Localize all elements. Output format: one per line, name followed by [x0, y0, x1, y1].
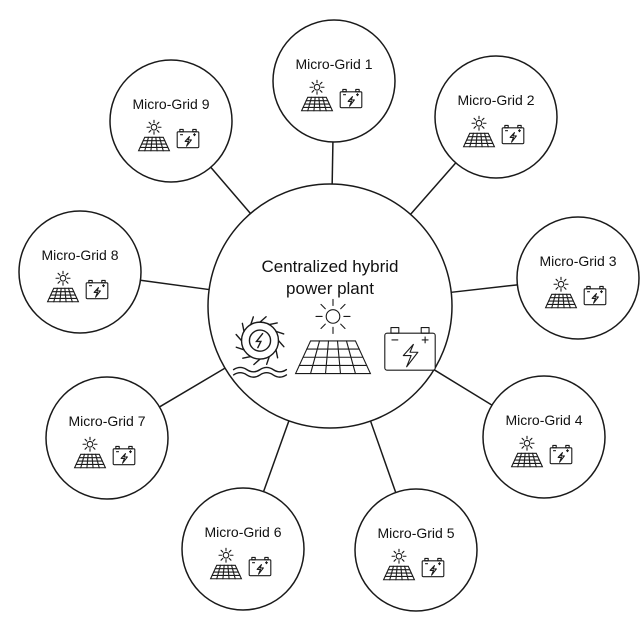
connection-line-3: [451, 284, 518, 294]
connection-line-7: [159, 367, 226, 408]
central-hub-circle: [207, 183, 453, 429]
microgrid-label: Micro-Grid 1: [295, 56, 372, 72]
battery-icon: [248, 556, 272, 577]
connection-lines: [140, 141, 518, 493]
microgrid-label: Micro-Grid 8: [41, 247, 118, 263]
microgrid-node-6: Micro-Grid 6: [181, 487, 305, 611]
microgrid-label: Micro-Grid 6: [204, 524, 281, 540]
battery-icon: [501, 124, 525, 145]
solar-panel-icon: [510, 435, 544, 468]
solar-panel-icon: [209, 547, 243, 580]
microgrid-label: Micro-Grid 2: [457, 92, 534, 108]
microgrid-node-4: Micro-Grid 4: [482, 375, 606, 499]
microgrid-label: Micro-Grid 3: [539, 253, 616, 269]
connection-line-6: [262, 420, 290, 492]
battery-icon: [339, 88, 363, 109]
microgrid-node-5: Micro-Grid 5: [354, 488, 478, 612]
connection-line-2: [409, 162, 457, 215]
microgrid-nodes: Micro-Grid 1 Micro-Grid 2 Micro-Grid 3 Micr…: [18, 19, 640, 612]
solar-panel-icon: [137, 119, 171, 152]
microgrid-node-1: Micro-Grid 1: [272, 19, 396, 143]
solar-panel-icon: [300, 79, 334, 112]
solar-panel-icon: [462, 115, 496, 148]
microgrid-node-3: Micro-Grid 3: [516, 216, 640, 340]
microgrid-circle: [516, 216, 640, 340]
microgrid-node-7: Micro-Grid 7: [45, 376, 169, 500]
solar-panel-icon: [294, 298, 372, 375]
solar-panel-icon: [73, 436, 107, 469]
solar-panel-icon: [544, 276, 578, 309]
microgrid-circle: [109, 59, 233, 183]
solar-panel-icon: [382, 548, 416, 581]
microgrid-node-8: Micro-Grid 8: [18, 210, 142, 334]
battery-icon: [112, 445, 136, 466]
hydro-turbine-icon: [232, 316, 288, 378]
central-hub-title-line1: Centralized hybrid: [261, 257, 398, 276]
battery-icon: [549, 444, 573, 465]
central-hub: Centralized hybrid power plant: [207, 183, 453, 429]
battery-icon: [85, 279, 109, 300]
microgrid-circle: [45, 376, 169, 500]
solar-panel-icon: [46, 270, 80, 303]
microgrid-label: Micro-Grid 5: [377, 525, 454, 541]
microgrid-circle: [181, 487, 305, 611]
connection-line-1: [331, 141, 334, 185]
microgrid-label: Micro-Grid 4: [505, 412, 582, 428]
battery-icon: [421, 557, 445, 578]
microgrid-circle: [434, 55, 558, 179]
microgrid-circle: [272, 19, 396, 143]
microgrid-label: Micro-Grid 7: [68, 413, 145, 429]
connection-line-5: [369, 420, 397, 493]
battery-icon: [583, 285, 607, 306]
microgrid-circle: [354, 488, 478, 612]
connection-line-4: [433, 369, 493, 406]
microgrid-node-2: Micro-Grid 2: [434, 55, 558, 179]
connection-line-9: [210, 166, 252, 214]
battery-icon: [176, 128, 200, 149]
microgrid-circle: [482, 375, 606, 499]
central-hub-icons: [232, 298, 436, 378]
central-hub-title-line2: power plant: [286, 279, 374, 298]
microgrid-circle: [18, 210, 142, 334]
microgrid-label: Micro-Grid 9: [132, 96, 209, 112]
battery-icon: [384, 327, 436, 371]
microgrid-node-9: Micro-Grid 9: [109, 59, 233, 183]
connection-line-8: [140, 279, 210, 291]
